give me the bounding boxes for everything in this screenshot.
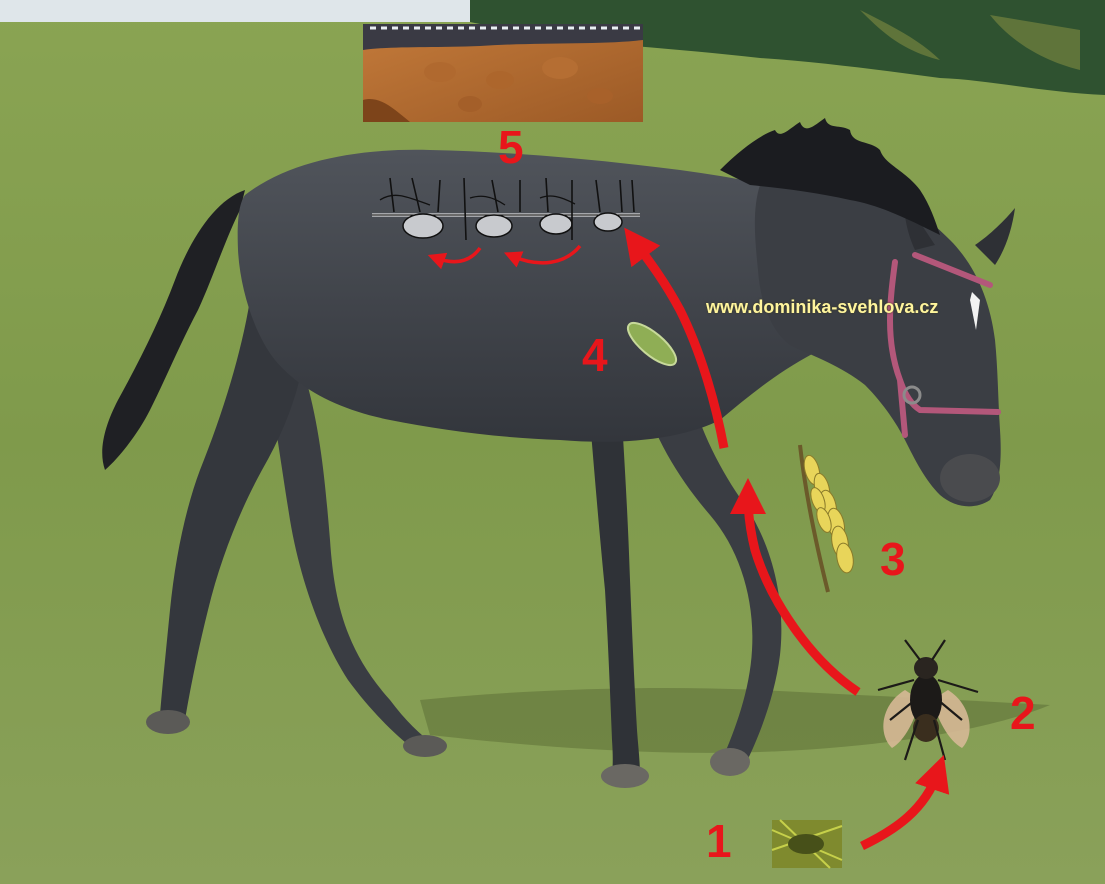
stage-number-4: 4 xyxy=(582,332,608,378)
egg-on-grass xyxy=(772,820,842,868)
website-watermark: www.dominika-svehlova.cz xyxy=(706,297,938,318)
stage-number-3: 3 xyxy=(880,536,906,582)
stage-number-5: 5 xyxy=(498,124,524,170)
hoof xyxy=(146,710,190,734)
hoof xyxy=(403,735,447,757)
hoof xyxy=(601,764,649,788)
stage-number-1: 1 xyxy=(706,818,732,864)
stage-number-2: 2 xyxy=(1010,690,1036,736)
sky xyxy=(0,0,480,22)
inset-skin-photo xyxy=(363,24,643,122)
hoof xyxy=(710,748,750,776)
horse-muzzle xyxy=(940,454,1000,502)
